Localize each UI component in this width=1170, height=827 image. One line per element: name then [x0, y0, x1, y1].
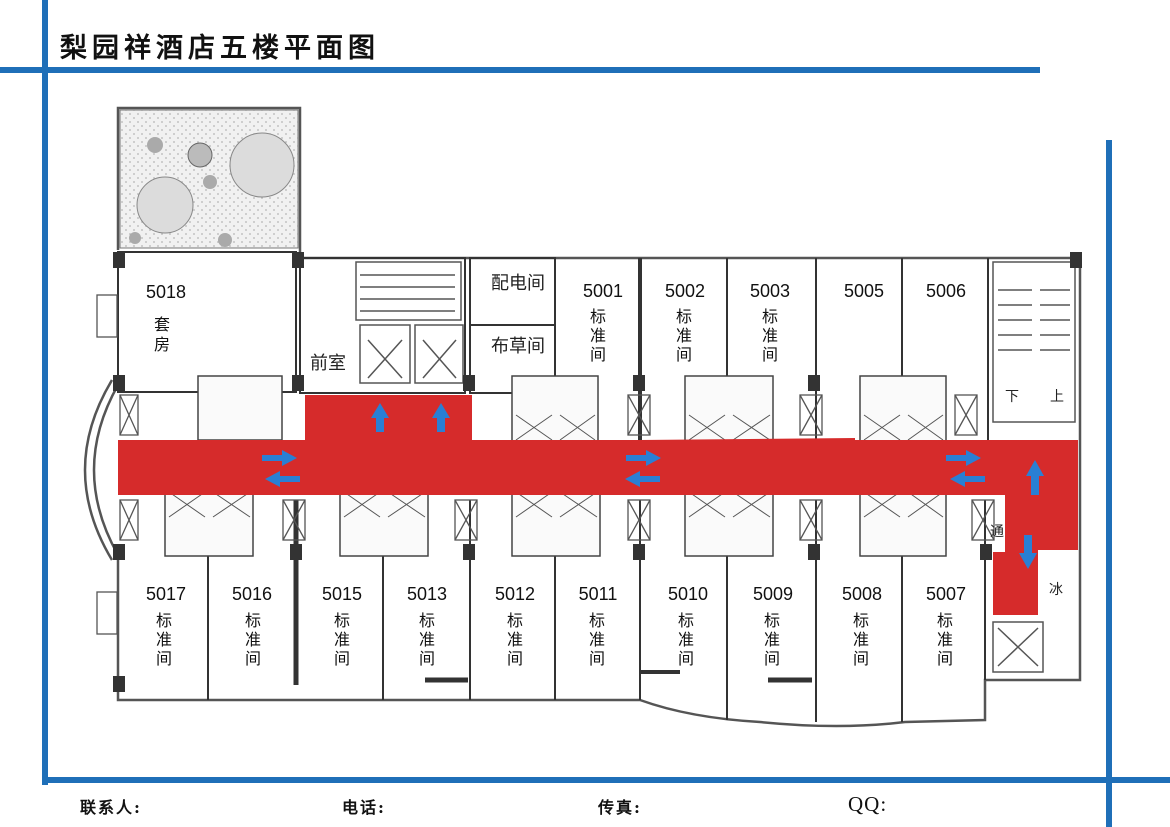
footer-contact-label: 联系人: [80, 798, 142, 817]
room-5009-type-2: 准 [764, 630, 780, 649]
room-5012-number: 5012 [495, 584, 535, 604]
room-5015-number: 5015 [322, 584, 362, 604]
room-5001-type-2: 准 [590, 326, 606, 345]
corridor-route [118, 395, 1078, 615]
room-5002-type-2: 准 [676, 326, 692, 345]
room-5018-type-2: 房 [154, 335, 170, 354]
room-5016-type-2: 准 [245, 630, 261, 649]
room-5005-number: 5005 [844, 281, 884, 301]
bottom-room-labels: 5017 5016 5015 5013 5012 5011 5010 5009 … [146, 584, 966, 604]
room-5013-type-1: 标 [419, 611, 435, 630]
lobby-label: 前室 [310, 353, 346, 374]
ice-room-label: 冰 [1049, 582, 1063, 598]
room-5009-type-3: 间 [764, 649, 780, 668]
room-5011-number: 5011 [579, 584, 618, 604]
room-5002-number: 5002 [665, 281, 705, 301]
room-5008-type-2: 准 [853, 630, 869, 649]
room-5009-number: 5009 [753, 584, 793, 604]
room-5013-type-2: 准 [419, 630, 435, 649]
top-room-types: 标 准 间 标 准 间 标 准 间 [590, 307, 778, 364]
room-5003-type-1: 标 [762, 307, 778, 326]
left-frame-line [42, 0, 48, 785]
room-5015-type-2: 准 [334, 630, 350, 649]
room-5013-type-3: 间 [419, 649, 435, 668]
room-5001-number: 5001 [583, 281, 623, 301]
bottom-frame-line [42, 777, 1170, 783]
footer-phone-label: 电话: [342, 798, 386, 817]
footer-qq-label: QQ: [848, 792, 888, 816]
room-5017-type-2: 准 [156, 630, 172, 649]
room-5003-number: 5003 [750, 281, 790, 301]
structural-columns [113, 252, 1082, 692]
room-5003-type-3: 间 [762, 345, 778, 364]
bottom-room-types: 标 准 间 标 准 间 标 准 间 标 准 间 标 准 间 标 准 间 标 准 … [156, 611, 953, 668]
room-5007-number: 5007 [926, 584, 966, 604]
bathroom-fixtures [168, 414, 944, 518]
passage-label: 通 [990, 524, 1004, 540]
title-underline [0, 67, 1040, 73]
room-5013-number: 5013 [407, 584, 447, 604]
room-5007-type-3: 间 [937, 649, 953, 668]
room-5016-type-1: 标 [245, 611, 261, 630]
room-5012-type-1: 标 [507, 611, 523, 630]
room-5017-number: 5017 [146, 584, 186, 604]
room-5018-number: 5018 [146, 282, 186, 302]
building-outline [83, 106, 1082, 728]
room-5011-type-1: 标 [589, 611, 605, 630]
footer-fax-label: 传真: [598, 798, 642, 817]
room-5008-type-3: 间 [853, 649, 869, 668]
room-5012-type-3: 间 [507, 649, 523, 668]
room-5002-type-3: 间 [676, 345, 692, 364]
roof-garden [119, 109, 299, 249]
evacuation-arrows [262, 403, 1044, 569]
room-5017-type-3: 间 [156, 649, 172, 668]
room-5010-type-2: 准 [678, 630, 694, 649]
page-title: 梨园祥酒店五楼平面图 [60, 33, 380, 64]
linen-room-label: 布草间 [491, 336, 545, 357]
room-5010-type-1: 标 [678, 611, 694, 630]
room-5015-type-1: 标 [334, 611, 350, 630]
room-5007-type-2: 准 [937, 630, 953, 649]
right-frame-line [1106, 140, 1112, 827]
room-5011-type-3: 间 [589, 649, 605, 668]
top-room-labels: 5001 5002 5003 5005 5006 [583, 281, 966, 301]
room-5008-number: 5008 [842, 584, 882, 604]
room-5006-number: 5006 [926, 281, 966, 301]
room-5017-type-1: 标 [156, 611, 172, 630]
stair-down-label: 下 [1005, 389, 1019, 405]
room-5010-type-3: 间 [678, 649, 694, 668]
room-5018-type-1: 套 [154, 315, 170, 334]
room-5009-type-1: 标 [764, 611, 780, 630]
room-5002-type-1: 标 [676, 307, 692, 326]
room-5007-type-1: 标 [937, 611, 953, 630]
stair-up-label: 上 [1050, 389, 1064, 405]
stair-core [355, 261, 1076, 673]
room-5011-type-2: 准 [589, 630, 605, 649]
room-5015-type-3: 间 [334, 649, 350, 668]
room-5010-number: 5010 [668, 584, 708, 604]
room-5003-type-2: 准 [762, 326, 778, 345]
room-5016-type-3: 间 [245, 649, 261, 668]
closet-units [96, 294, 995, 635]
distribution-room-label: 配电间 [491, 273, 545, 294]
room-5001-type-3: 间 [590, 345, 606, 364]
room-5008-type-1: 标 [853, 611, 869, 630]
room-5016-number: 5016 [232, 584, 272, 604]
room-5012-type-2: 准 [507, 630, 523, 649]
bathroom-pods [164, 375, 947, 557]
room-5001-type-1: 标 [590, 307, 606, 326]
